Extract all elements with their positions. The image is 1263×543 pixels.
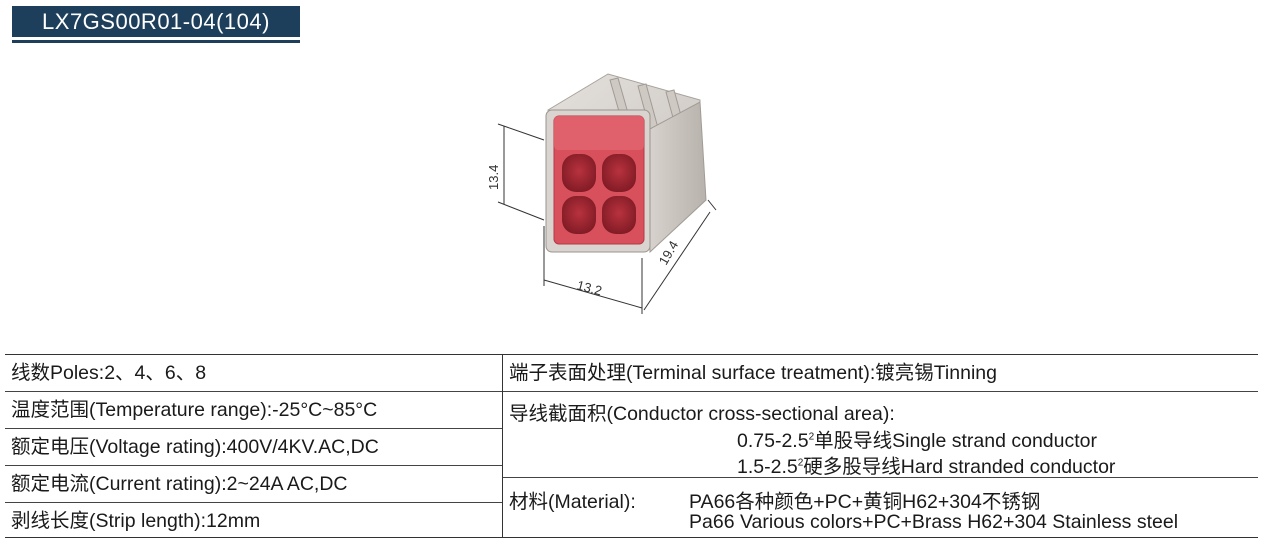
- spec-current: 额定电流(Current rating):2~24A AC,DC: [5, 466, 502, 503]
- material-label: 材料(Material):: [509, 491, 636, 513]
- spec-poles: 线数Poles:2、4、6、8: [5, 355, 502, 392]
- dim-height-label: 13.4: [486, 165, 501, 190]
- wire-entry-4: [602, 196, 636, 234]
- spec-strip-length: 剥线长度(Strip length):12mm: [11, 510, 261, 532]
- conductor-single: 0.75-2.52单股导线Single strand conductor: [737, 424, 1097, 453]
- connector-drawing: 13.4 13.2 19.4: [486, 73, 717, 314]
- wire-entry-2: [602, 154, 636, 192]
- conductor-single-range: 0.75-2.5: [737, 430, 809, 452]
- spec-surface-treatment: 端子表面处理(Terminal surface treatment):镀亮锡Ti…: [503, 355, 1258, 392]
- unit-superscript: 2: [797, 457, 804, 469]
- conductor-hard: 1.5-2.52硬多股导线Hard stranded conductor: [737, 450, 1115, 479]
- conductor-title: 导线截面积(Conductor cross-sectional area):: [509, 403, 895, 425]
- product-image: 13.4 13.2 19.4: [470, 60, 730, 330]
- dim-width-label: 13.2: [575, 277, 603, 298]
- spec-column-left: 线数Poles:2、4、6、8 温度范围(Temperature range):…: [5, 355, 503, 537]
- spec-material: 材料(Material): PA66各种颜色+PC+黄铜H62+304不锈钢 P…: [503, 478, 1258, 537]
- spec-voltage: 额定电压(Voltage rating):400V/4KV.AC,DC: [5, 429, 502, 466]
- title-underline: [12, 40, 300, 43]
- unit-superscript: 2: [808, 431, 815, 443]
- conductor-hard-text: 硬多股导线Hard stranded conductor: [803, 456, 1116, 478]
- spec-temperature: 温度范围(Temperature range):-25°C~85°C: [5, 392, 502, 429]
- spec-column-right: 端子表面处理(Terminal surface treatment):镀亮锡Ti…: [503, 355, 1258, 537]
- wire-entry-3: [562, 196, 596, 234]
- material-cn: PA66各种颜色+PC+黄铜H62+304不锈钢: [689, 491, 1041, 513]
- wire-entry-1: [562, 154, 596, 192]
- spec-table: 线数Poles:2、4、6、8 温度范围(Temperature range):…: [5, 354, 1258, 538]
- conductor-single-text: 单股导线Single strand conductor: [814, 430, 1097, 452]
- material-en: Pa66 Various colors+PC+Brass H62+304 Sta…: [689, 511, 1179, 533]
- spec-conductor: 导线截面积(Conductor cross-sectional area): 0…: [503, 392, 1258, 478]
- model-title: LX7GS00R01-04(104): [12, 6, 300, 37]
- conductor-hard-range: 1.5-2.5: [737, 456, 798, 478]
